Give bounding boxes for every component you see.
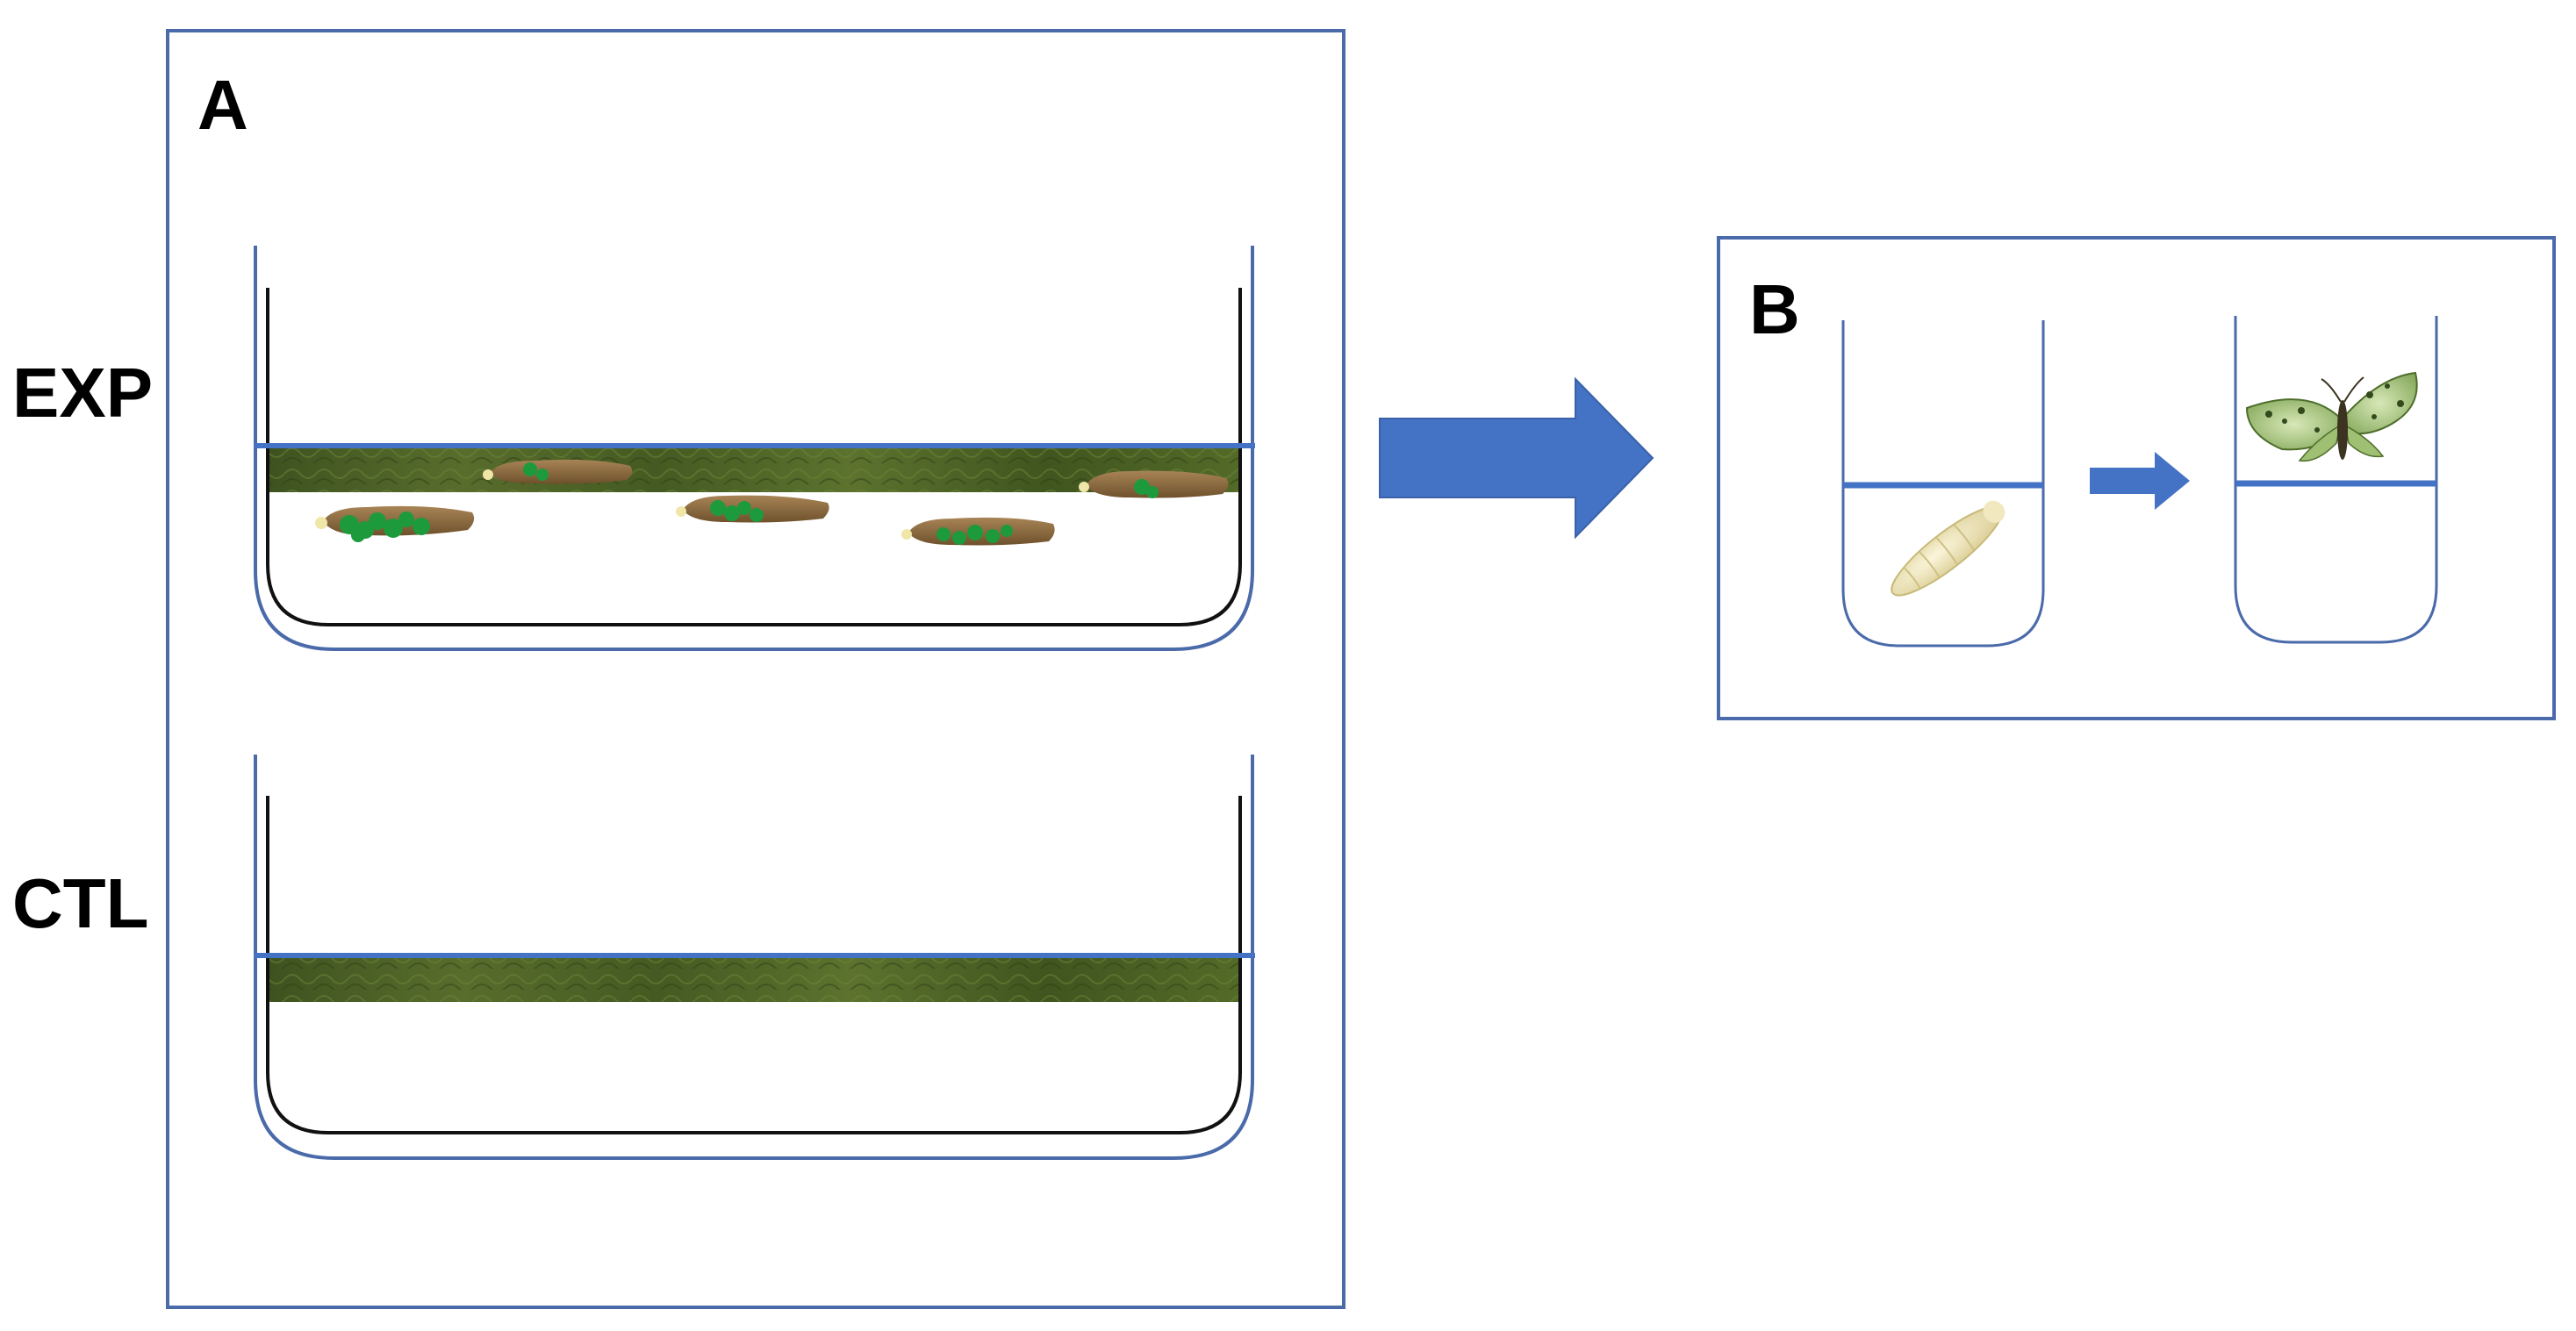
exp-dish-inner — [266, 288, 1242, 626]
larva-5 — [1079, 470, 1229, 498]
row-label-ctl: CTL — [12, 864, 149, 942]
exp-dish-outer — [254, 246, 1254, 651]
larva-1 — [315, 505, 475, 542]
panel-a-frame — [166, 29, 1345, 1309]
panel-b-frame — [1717, 236, 2556, 720]
ctl-dish-outer — [254, 755, 1254, 1160]
larva-4 — [901, 517, 1055, 546]
row-label-exp: EXP — [12, 354, 154, 432]
larva-2 — [483, 459, 633, 484]
tube-2-icon — [2234, 316, 2438, 644]
larva-3 — [676, 495, 829, 523]
tube-pupa — [1841, 320, 2045, 648]
pupa-icon — [1891, 500, 2006, 597]
panel-b-label: B — [1749, 270, 1800, 348]
ctl-dish-inner — [266, 796, 1242, 1134]
tube-moth — [2234, 316, 2438, 644]
moth-icon — [2245, 371, 2418, 462]
tube-1-icon — [1841, 320, 2045, 648]
panel-a-label: A — [197, 66, 248, 144]
ctl-petri-dish — [254, 755, 1255, 1160]
small-right-arrow-icon — [2090, 452, 2190, 510]
main-right-arrow-icon — [1379, 376, 1654, 540]
exp-petri-dish — [254, 246, 1255, 651]
